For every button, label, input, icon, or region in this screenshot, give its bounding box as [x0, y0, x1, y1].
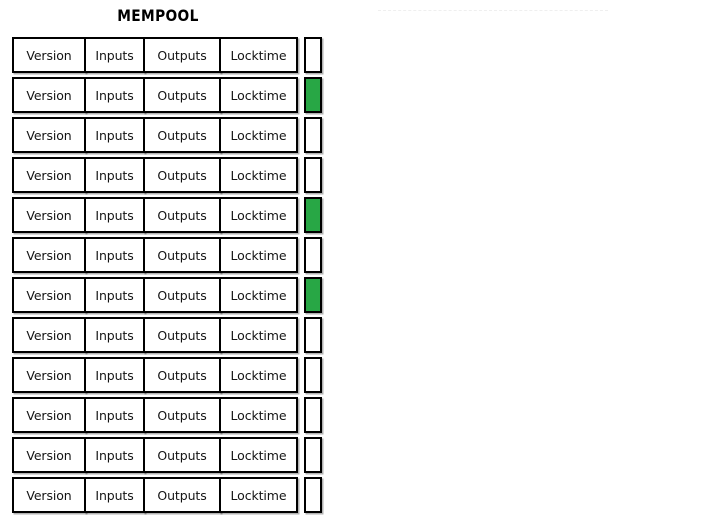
transaction-marker[interactable] [304, 37, 322, 73]
transaction-selected-marker[interactable] [304, 277, 322, 313]
transaction-field-outputs[interactable]: Outputs [143, 477, 221, 513]
transaction-marker[interactable] [304, 477, 322, 513]
transaction-field-inputs[interactable]: Inputs [84, 477, 145, 513]
transaction-field-inputs[interactable]: Inputs [84, 77, 145, 113]
transaction-field-version[interactable]: Version [12, 477, 86, 513]
transaction-marker[interactable] [304, 397, 322, 433]
transaction-field-outputs[interactable]: Outputs [143, 357, 221, 393]
transaction-field-version[interactable]: Version [12, 437, 86, 473]
transaction-field-version[interactable]: Version [12, 397, 86, 433]
transaction-field-outputs[interactable]: Outputs [143, 317, 221, 353]
transaction-field-locktime[interactable]: Locktime [219, 397, 298, 433]
transaction-field-locktime[interactable]: Locktime [219, 277, 298, 313]
page-title: MEMPOOL [117, 6, 199, 25]
transaction-field-version[interactable]: Version [12, 317, 86, 353]
transaction-field-outputs[interactable]: Outputs [143, 77, 221, 113]
transaction-field-inputs[interactable]: Inputs [84, 357, 145, 393]
transaction-field-locktime[interactable]: Locktime [219, 437, 298, 473]
transaction-field-version[interactable]: Version [12, 277, 86, 313]
transaction-marker[interactable] [304, 357, 322, 393]
transaction-field-outputs[interactable]: Outputs [143, 117, 221, 153]
faint-divider-rule [378, 10, 608, 11]
transaction-field-version[interactable]: Version [12, 197, 86, 233]
transaction-field-version[interactable]: Version [12, 157, 86, 193]
transaction-field-locktime[interactable]: Locktime [219, 477, 298, 513]
transaction-field-locktime[interactable]: Locktime [219, 37, 298, 73]
transaction-field-locktime[interactable]: Locktime [219, 357, 298, 393]
transaction-field-outputs[interactable]: Outputs [143, 277, 221, 313]
transaction-field-outputs[interactable]: Outputs [143, 197, 221, 233]
transaction-field-inputs[interactable]: Inputs [84, 397, 145, 433]
transaction-selected-marker[interactable] [304, 77, 322, 113]
transaction-marker[interactable] [304, 437, 322, 473]
transaction-field-version[interactable]: Version [12, 357, 86, 393]
transaction-field-outputs[interactable]: Outputs [143, 37, 221, 73]
transaction-field-version[interactable]: Version [12, 117, 86, 153]
transaction-field-inputs[interactable]: Inputs [84, 317, 145, 353]
transaction-marker[interactable] [304, 157, 322, 193]
transaction-field-locktime[interactable]: Locktime [219, 197, 298, 233]
transaction-field-locktime[interactable]: Locktime [219, 77, 298, 113]
transaction-field-inputs[interactable]: Inputs [84, 197, 145, 233]
transaction-field-inputs[interactable]: Inputs [84, 117, 145, 153]
transaction-field-locktime[interactable]: Locktime [219, 317, 298, 353]
transaction-field-version[interactable]: Version [12, 237, 86, 273]
transaction-marker[interactable] [304, 317, 322, 353]
transaction-field-outputs[interactable]: Outputs [143, 237, 221, 273]
transaction-marker[interactable] [304, 237, 322, 273]
transaction-field-outputs[interactable]: Outputs [143, 157, 221, 193]
transaction-field-inputs[interactable]: Inputs [84, 37, 145, 73]
transaction-field-locktime[interactable]: Locktime [219, 237, 298, 273]
transaction-field-outputs[interactable]: Outputs [143, 437, 221, 473]
transaction-marker[interactable] [304, 117, 322, 153]
transaction-field-inputs[interactable]: Inputs [84, 437, 145, 473]
transaction-field-inputs[interactable]: Inputs [84, 157, 145, 193]
transaction-field-locktime[interactable]: Locktime [219, 117, 298, 153]
transaction-field-inputs[interactable]: Inputs [84, 237, 145, 273]
transaction-selected-marker[interactable] [304, 197, 322, 233]
transaction-field-outputs[interactable]: Outputs [143, 397, 221, 433]
transaction-field-inputs[interactable]: Inputs [84, 277, 145, 313]
transaction-field-locktime[interactable]: Locktime [219, 157, 298, 193]
transaction-field-version[interactable]: Version [12, 37, 86, 73]
transaction-field-version[interactable]: Version [12, 77, 86, 113]
